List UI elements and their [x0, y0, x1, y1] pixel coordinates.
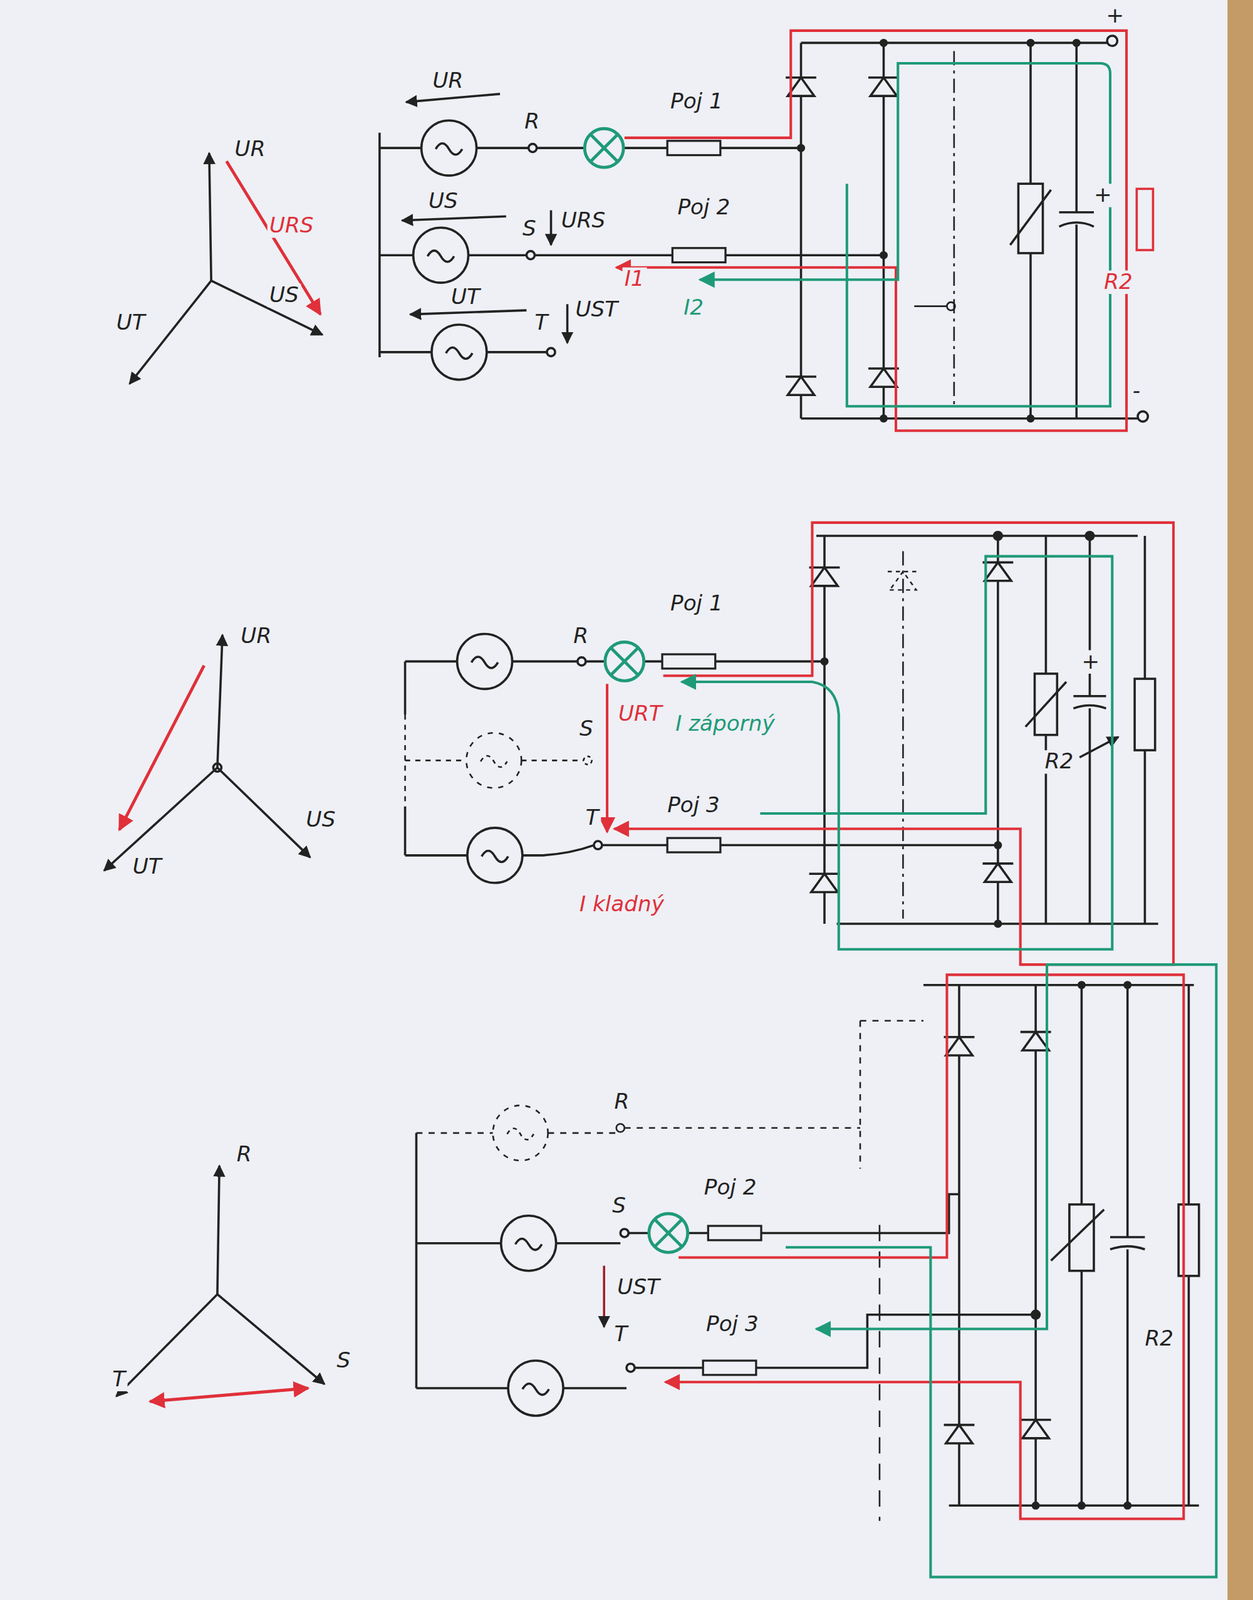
current-path: [785, 964, 1217, 1577]
circuit-label: R: [234, 1142, 254, 1167]
junction-dots: [820, 530, 1095, 928]
circuit-label: S: [577, 717, 596, 742]
circuit-label: T: [532, 311, 550, 336]
circuit-label: R: [612, 1089, 631, 1114]
circuit-label: +: [1091, 183, 1114, 208]
diode-symbol: [982, 561, 1014, 581]
circuit-label: T: [583, 806, 601, 831]
circuit-label: S: [520, 217, 539, 242]
diode-symbol: [887, 571, 919, 590]
circuit-label: T: [110, 1367, 128, 1391]
phasor-diagram: [103, 152, 325, 1401]
fuse-symbol: [662, 654, 716, 669]
current-path: [681, 556, 1113, 950]
diode-symbol: [944, 1036, 975, 1056]
voltage-source: [421, 120, 477, 176]
voltage-source: [413, 227, 469, 283]
junction-dots: [796, 38, 1081, 423]
circuit-label: T: [612, 1322, 630, 1347]
circuit-label: UR: [232, 137, 267, 162]
circuit-label: Poj 1: [668, 592, 725, 616]
circuit-label: R: [571, 624, 591, 649]
diode-symbol: [982, 863, 1014, 882]
voltage-source: [501, 1215, 557, 1271]
fuse-symbol: [672, 248, 726, 263]
fuse-symbol: [702, 1360, 757, 1375]
diode-symbol: [809, 567, 841, 586]
circuit-label: UT: [449, 285, 482, 310]
circuit-label: Poj 3: [665, 793, 722, 818]
circuit-label: Poj 1: [668, 89, 725, 114]
circuit-label: UT: [130, 855, 163, 879]
circuit-label: US: [303, 808, 338, 832]
diode-symbol: [868, 368, 900, 387]
rectifier-circuit: [379, 35, 1154, 422]
voltage-source: [508, 1360, 564, 1416]
lamp-symbol: [649, 1213, 688, 1253]
circuit-label: R2: [1043, 749, 1076, 774]
fuse-symbol: [667, 837, 721, 853]
circuit-label: +: [1079, 649, 1102, 674]
circuit-label: UT: [114, 311, 147, 336]
rectifier-circuit: [405, 535, 1159, 924]
diode-symbol: [868, 77, 900, 96]
fuse-symbol: [667, 140, 721, 156]
circuit-label: UST: [573, 298, 620, 323]
circuit-label: UR: [238, 624, 274, 649]
voltage-source: [466, 732, 522, 788]
circuit-label: US: [267, 283, 301, 308]
circuit-label: R2: [1142, 1326, 1176, 1351]
circuit-label: URS: [559, 209, 608, 234]
circuit-label: Poj 3: [704, 1312, 761, 1337]
circuit-label: -: [1130, 379, 1143, 404]
fuse-symbol: [707, 1225, 762, 1240]
circuit-label: S: [610, 1194, 628, 1218]
circuit-label: UR: [430, 69, 465, 94]
circuit-label: R: [522, 110, 542, 135]
circuit-label: I1: [622, 267, 647, 292]
circuit-label: UST: [615, 1275, 662, 1300]
desk-edge: [1227, 0, 1253, 1600]
voltage-source: [493, 1105, 549, 1161]
rectifier-circuit: [416, 984, 1200, 1521]
diode-symbol: [1020, 1419, 1052, 1438]
circuit-label: R2: [1102, 270, 1135, 295]
voltage-source: [467, 827, 523, 883]
circuit-label: +: [1103, 4, 1126, 29]
circuit-label: I záporný: [673, 712, 777, 737]
circuit-label: I kladný: [577, 892, 666, 917]
diode-symbol: [785, 376, 817, 395]
lamp-symbol: [605, 641, 645, 681]
circuit-label: I2: [681, 295, 706, 320]
current-path: [699, 63, 1111, 406]
circuit-label: Poj 2: [675, 196, 732, 220]
circuit-label: Poj 2: [702, 1175, 759, 1200]
diode-symbol: [944, 1424, 975, 1443]
current-path: [616, 30, 1127, 431]
circuit-label: URS: [267, 214, 316, 239]
circuit-label: S: [334, 1348, 353, 1373]
voltage-source: [457, 633, 513, 689]
current-path: [613, 522, 1174, 965]
circuit-label: US: [426, 189, 460, 214]
diode-symbol: [809, 873, 841, 892]
circuit-label: URT: [616, 702, 665, 727]
lamp-symbol: [584, 128, 624, 168]
voltage-source: [431, 324, 487, 380]
